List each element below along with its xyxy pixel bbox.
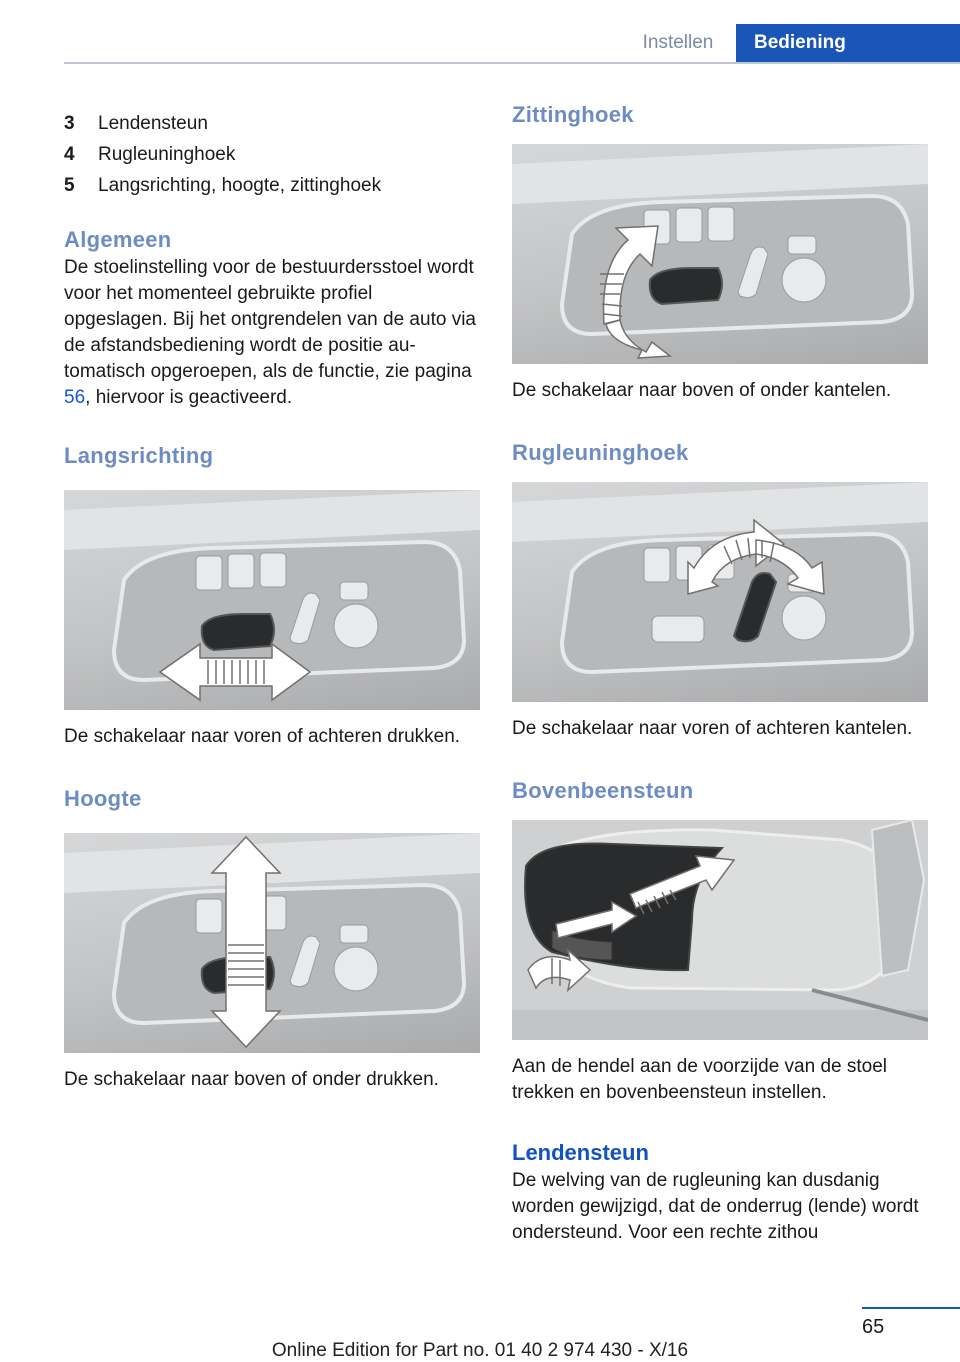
heading-hoogte: Hoogte	[64, 786, 142, 811]
heading-lendensteun: Lendensteun	[512, 1140, 649, 1165]
seat-switch-illustration	[64, 490, 480, 702]
figure-rugleuninghoek	[512, 482, 928, 702]
tab-instellen-label: Instellen	[642, 32, 714, 53]
caption-bovenbeensteun: Aan de hendel aan de voorzijde van de st…	[512, 1056, 887, 1103]
footer-rule	[862, 1307, 960, 1309]
algemeen-text: De stoelinstelling voor de bestuurdersst…	[64, 255, 480, 411]
page-link[interactable]: 56	[64, 387, 86, 408]
page-number: 65	[862, 1316, 885, 1338]
list-item: 3 Lendensteun	[64, 108, 480, 139]
figure-hoogte	[64, 833, 480, 1053]
caption-zittinghoek: De schakelaar naar boven of onder kantel…	[512, 380, 892, 401]
seat-switch-illustration	[64, 833, 480, 1049]
right-column: Zittinghoek De schakelaar naar boven of …	[512, 100, 928, 1246]
list-number: 3	[64, 113, 75, 134]
algemeen-text-part1: De stoelinstelling voor de bestuurdersst…	[64, 257, 476, 382]
lendensteun-text: De welving van de rugleuning kan dusdani…	[512, 1170, 919, 1243]
seat-switch-illustration	[512, 144, 928, 359]
list-item: 5 Langsrichting, hoogte, zittinghoek	[64, 170, 480, 201]
list-item: 4 Rugleuninghoek	[64, 139, 480, 170]
list-label: Lendensteun	[98, 113, 208, 134]
list-label: Langsrichting, hoogte, zittinghoek	[98, 175, 382, 196]
heading-rugleuninghoek: Rugleuninghoek	[512, 440, 689, 465]
list-number: 5	[64, 175, 75, 196]
heading-langsrichting: Langsrichting	[64, 443, 214, 468]
heading-zittinghoek: Zittinghoek	[512, 102, 634, 127]
list-label: Rugleuninghoek	[98, 144, 236, 165]
seat-cushion-illustration	[512, 820, 928, 1040]
caption-langsrichting: De schakelaar naar voren of achteren dru…	[64, 726, 461, 747]
figure-bovenbeensteun	[512, 820, 928, 1040]
seat-switch-illustration	[512, 482, 928, 675]
left-column: 3 Lendensteun 4 Rugleuninghoek 5 Langsri…	[64, 108, 480, 1093]
figure-langsrichting	[64, 490, 480, 710]
tab-bediening-label: Bediening	[754, 32, 846, 53]
header-rule	[64, 62, 960, 64]
list-number: 4	[64, 144, 75, 165]
caption-hoogte: De schakelaar naar boven of onder drukke…	[64, 1069, 439, 1090]
tab-bediening[interactable]: Bediening	[736, 24, 960, 62]
tab-instellen[interactable]: Instellen	[620, 24, 736, 62]
online-edition-text: Online Edition for Part no. 01 40 2 974 …	[271, 1340, 689, 1361]
heading-bovenbeensteun: Bovenbeensteun	[512, 778, 694, 803]
caption-rugleuninghoek: De schakelaar naar voren of achteren kan…	[512, 718, 913, 739]
algemeen-text-part2: , hiervoor is geactiveerd.	[85, 387, 293, 408]
heading-algemeen: Algemeen	[64, 227, 172, 252]
numbered-list: 3 Lendensteun 4 Rugleuninghoek 5 Langsri…	[64, 108, 480, 201]
figure-zittinghoek	[512, 144, 928, 364]
